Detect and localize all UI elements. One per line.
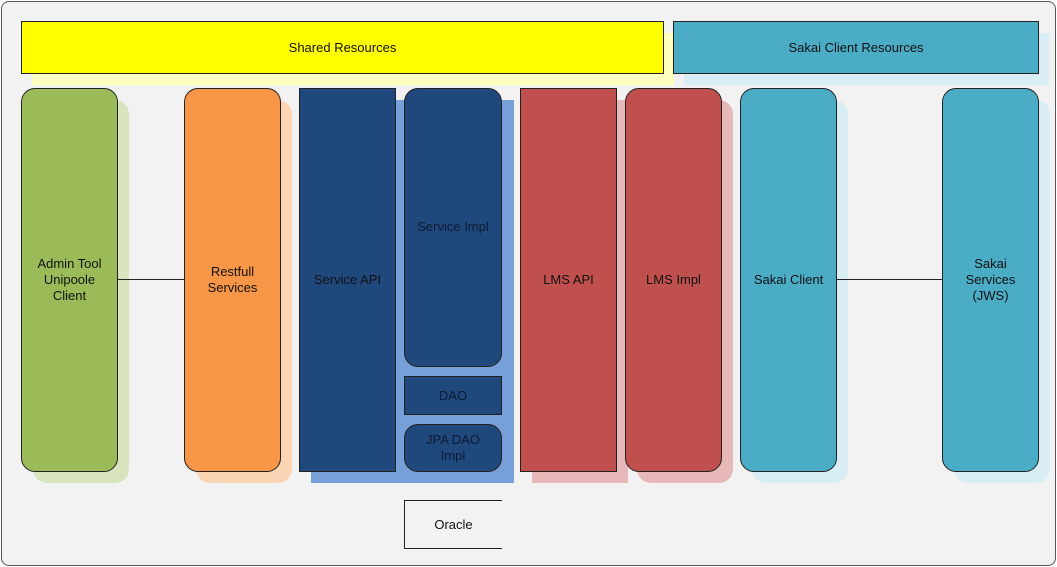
connector-sakai-client-services xyxy=(836,279,943,280)
service-api-box: Service API xyxy=(299,88,396,472)
sakai-client-box: Sakai Client xyxy=(740,88,837,472)
dao-box: DAO xyxy=(404,376,502,415)
lms-impl-box: LMS Impl xyxy=(625,88,722,472)
oracle-box: Oracle xyxy=(404,500,502,549)
service-impl-box: Service Impl xyxy=(404,88,502,367)
lms-api-box: LMS API xyxy=(520,88,617,472)
connector-admin-restfull xyxy=(117,279,185,280)
sakai-services-box: Sakai Services (JWS) xyxy=(942,88,1039,472)
jpa-dao-impl-box: JPA DAO Impl xyxy=(404,424,502,472)
restfull-services-box: Restfull Services xyxy=(184,88,281,472)
admin-tool-box: Admin Tool Unipoole Client xyxy=(21,88,118,472)
sakai-client-resources-box: Sakai Client Resources xyxy=(673,21,1039,74)
shared-resources-box: Shared Resources xyxy=(21,21,664,74)
